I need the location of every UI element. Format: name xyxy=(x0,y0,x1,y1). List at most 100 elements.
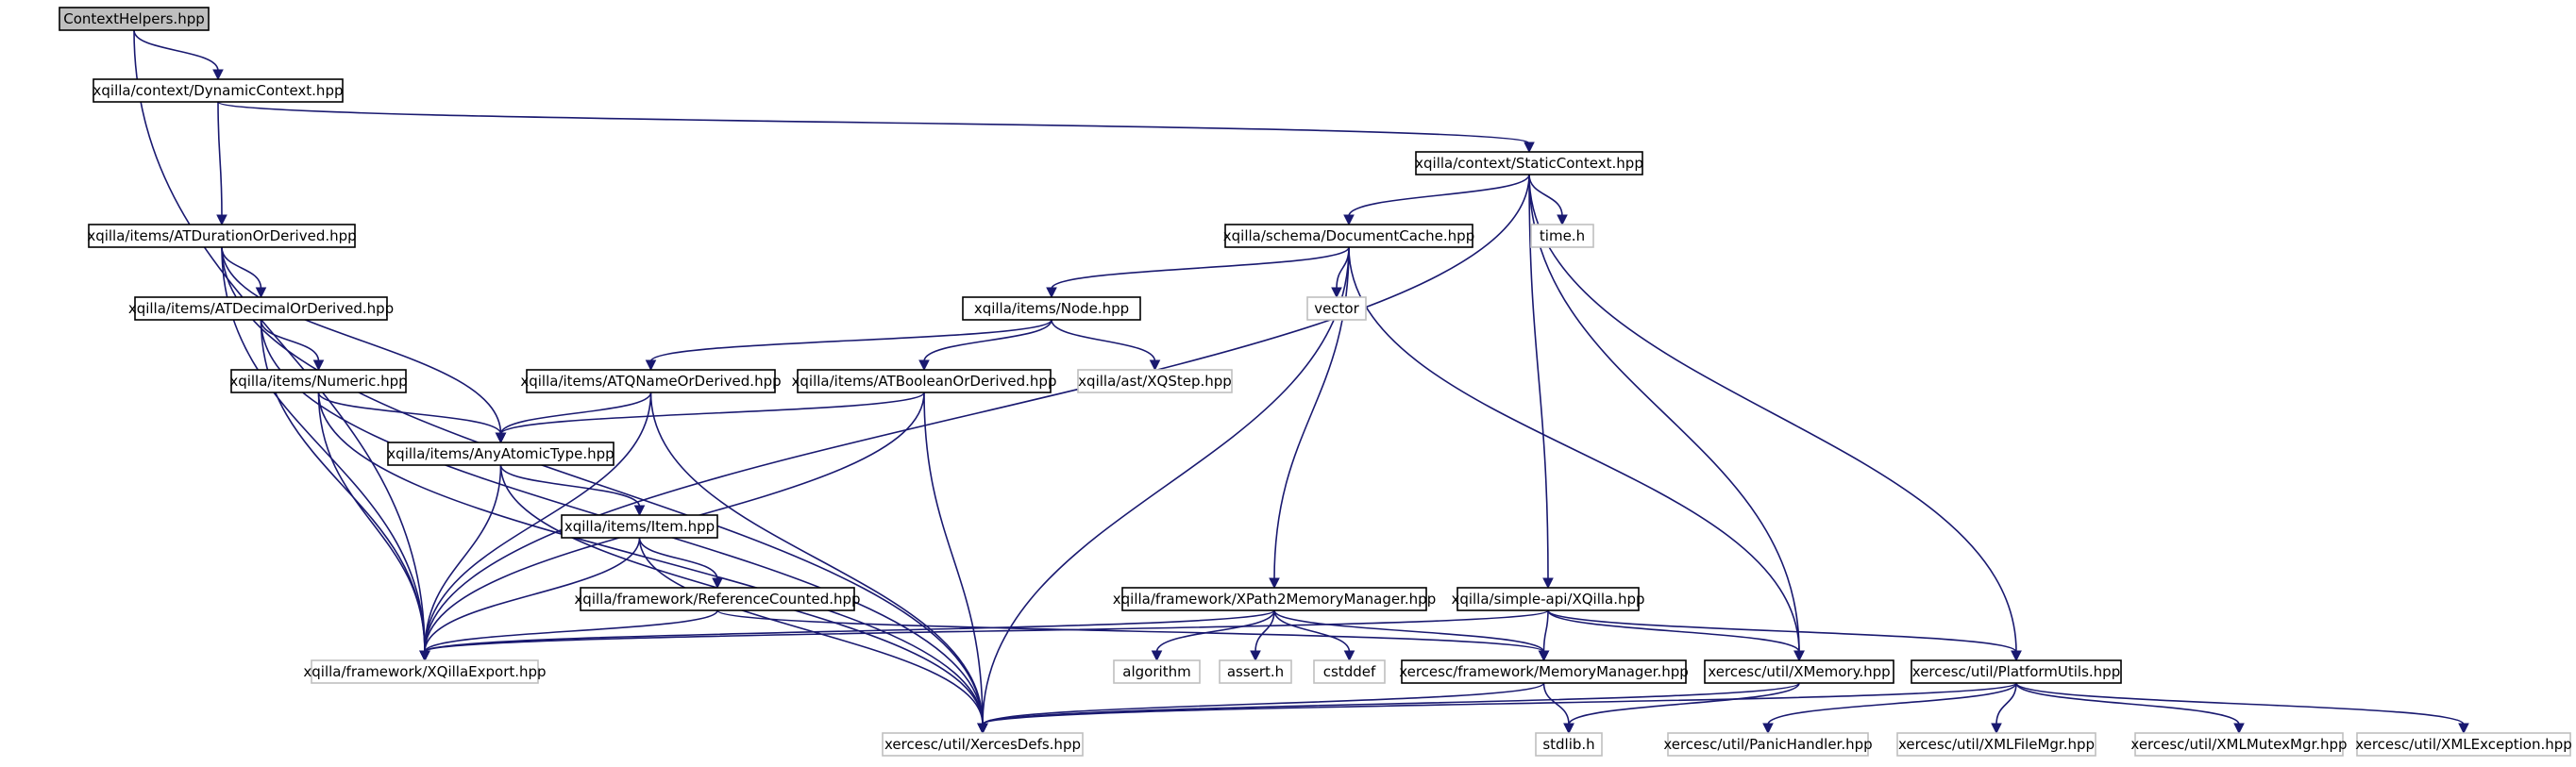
node-box xyxy=(2134,732,2344,757)
node-box xyxy=(1415,151,1643,175)
edge-xqilla-framework-xpath2memorymanager-to-algorithm xyxy=(1151,609,1275,662)
node-xqilla-simple-api-xqilla[interactable]: xqilla/simple-api/XQilla.hpp xyxy=(1451,587,1645,611)
edge-xqilla-context-dynamiccontext-to-xqilla-items-atdurationorderived xyxy=(216,101,227,226)
node-box xyxy=(1113,659,1201,684)
edge-line xyxy=(1995,682,2017,725)
node-label: stdlib.h xyxy=(1542,736,1594,753)
node-box xyxy=(1219,659,1292,684)
edge-line xyxy=(1767,682,2017,725)
node-xqilla-items-atqnameorderived[interactable]: xqilla/items/ATQNameOrDerived.hpp xyxy=(520,369,782,393)
node-label: xercesc/util/XercesDefs.hpp xyxy=(884,736,1081,753)
node-xqilla-items-node[interactable]: xqilla/items/Node.hpp xyxy=(962,296,1141,321)
edge-line xyxy=(424,392,652,653)
node-xercesc-util-xmlexception: xercesc/util/XMLException.hpp xyxy=(2355,732,2572,757)
edge-xqilla-framework-xpath2memorymanager-to-assert xyxy=(1250,609,1275,662)
node-contexthelpers[interactable]: ContextHelpers.hpp xyxy=(59,7,210,31)
node-label: xercesc/util/PlatformUtils.hpp xyxy=(1912,663,2120,680)
edge-line xyxy=(923,392,984,725)
edge-line xyxy=(1528,174,1549,580)
edge-xqilla-items-atdurationorderived-to-xqilla-items-atdecimalorderived xyxy=(221,246,267,299)
node-xqilla-items-atbooleanorderived[interactable]: xqilla/items/ATBooleanOrDerived.hpp xyxy=(792,369,1057,393)
edge-arrowhead xyxy=(255,287,267,299)
node-box xyxy=(797,369,1052,393)
node-box xyxy=(59,7,210,31)
node-label: xqilla/items/ATDurationOrDerived.hpp xyxy=(87,227,356,244)
edge-arrowhead xyxy=(216,214,227,226)
node-label: xercesc/util/XMLException.hpp xyxy=(2355,736,2572,753)
edge-line xyxy=(1542,682,1570,725)
edge-line xyxy=(2015,682,2465,725)
node-xqilla-items-atdecimalorderived[interactable]: xqilla/items/ATDecimalOrDerived.hpp xyxy=(128,296,394,321)
edge-xqilla-simple-api-xqilla-to-xqilla-framework-xqillaexport xyxy=(419,609,1549,662)
edge-line xyxy=(638,537,984,725)
node-label: xqilla/framework/ReferenceCounted.hpp xyxy=(574,591,860,608)
edge-arrowhead xyxy=(1343,650,1355,662)
edge-arrowhead xyxy=(1331,287,1342,299)
edge-arrowhead xyxy=(312,359,325,372)
node-box xyxy=(311,659,539,684)
node-xqilla-context-dynamiccontext[interactable]: xqilla/context/DynamicContext.hpp xyxy=(93,78,344,103)
edge-line xyxy=(982,682,1545,725)
edge-arrowhead xyxy=(1343,214,1355,226)
node-xqilla-items-atdurationorderived[interactable]: xqilla/items/ATDurationOrDerived.hpp xyxy=(87,224,357,248)
node-time: time.h xyxy=(1530,224,1594,248)
edge-xqilla-schema-documentcache-to-xqilla-items-node xyxy=(1046,246,1350,299)
node-box xyxy=(1667,732,1869,757)
node-label: cstddef xyxy=(1323,663,1376,680)
edge-line xyxy=(982,682,1800,725)
node-label: ContextHelpers.hpp xyxy=(63,10,205,27)
edge-line xyxy=(424,609,1275,653)
edge-line xyxy=(923,319,1052,362)
edge-xqilla-context-staticcontext-to-xqilla-simple-api-xqilla xyxy=(1528,174,1554,590)
edge-arrowhead xyxy=(977,723,988,735)
node-xqilla-items-anyatomictype[interactable]: xqilla/items/AnyAtomicType.hpp xyxy=(387,442,615,466)
edge-line xyxy=(1528,174,1563,217)
edge-line xyxy=(638,537,718,580)
node-xqilla-items-numeric[interactable]: xqilla/items/Numeric.hpp xyxy=(229,369,408,393)
node-box xyxy=(1704,659,1894,684)
edge-xqilla-simple-api-xqilla-to-xercesc-framework-memorymanager xyxy=(1538,609,1550,662)
node-box xyxy=(882,732,1084,757)
edge-xqilla-items-atbooleanorderived-to-xqilla-items-anyatomictype xyxy=(495,392,925,444)
edge-line xyxy=(424,609,718,653)
node-xqilla-framework-referencecounted[interactable]: xqilla/framework/ReferenceCounted.hpp xyxy=(574,587,861,611)
edge-line xyxy=(317,392,984,725)
edge-line xyxy=(424,464,502,653)
edge-arrowhead xyxy=(918,359,930,372)
node-label: xqilla/items/Numeric.hpp xyxy=(229,373,407,390)
edge-arrowhead xyxy=(1991,723,2002,735)
node-box xyxy=(1313,659,1386,684)
edge-arrowhead xyxy=(1563,723,1574,735)
node-box xyxy=(1911,659,2122,684)
node-xqilla-items-item[interactable]: xqilla/items/Item.hpp xyxy=(561,514,718,539)
node-xqilla-schema-documentcache[interactable]: xqilla/schema/DocumentCache.hpp xyxy=(1223,224,1474,248)
node-xercesc-framework-memorymanager[interactable]: xercesc/framework/MemoryManager.hpp xyxy=(1399,659,1689,684)
node-label: xqilla/framework/XPath2MemoryManager.hpp xyxy=(1113,591,1436,608)
edge-line xyxy=(1528,174,1800,653)
edge-arrowhead xyxy=(1762,723,1774,735)
edge-line xyxy=(221,246,984,725)
edge-line xyxy=(1348,174,1530,217)
node-label: xqilla/items/ATQNameOrDerived.hpp xyxy=(520,373,781,390)
edge-arrowhead xyxy=(1557,214,1568,226)
node-box xyxy=(88,224,356,248)
node-label: xercesc/util/XMLMutexMgr.hpp xyxy=(2130,736,2347,753)
edge-arrowhead xyxy=(1538,650,1550,662)
edge-arrowhead xyxy=(645,359,657,372)
node-xercesc-util-xmemory[interactable]: xercesc/util/XMemory.hpp xyxy=(1704,659,1894,684)
edge-line xyxy=(424,537,641,653)
node-xercesc-util-xmlfilemgr: xercesc/util/XMLFileMgr.hpp xyxy=(1896,732,2096,757)
node-label: xercesc/util/PanicHandler.hpp xyxy=(1663,736,1872,753)
edge-arrowhead xyxy=(1151,650,1163,662)
node-label: xqilla/ast/XQStep.hpp xyxy=(1078,373,1232,390)
edge-line xyxy=(649,319,1052,362)
node-box xyxy=(2356,732,2571,757)
node-xercesc-util-platformutils[interactable]: xercesc/util/PlatformUtils.hpp xyxy=(1911,659,2122,684)
edge-arrowhead xyxy=(1793,650,1805,662)
node-box xyxy=(561,514,718,539)
edge-line xyxy=(2015,682,2240,725)
edge-line xyxy=(1542,609,1549,653)
node-xqilla-context-staticcontext[interactable]: xqilla/context/StaticContext.hpp xyxy=(1415,151,1643,175)
node-xqilla-framework-xpath2memorymanager[interactable]: xqilla/framework/XPath2MemoryManager.hpp xyxy=(1113,587,1436,611)
edge-line xyxy=(1155,609,1275,653)
